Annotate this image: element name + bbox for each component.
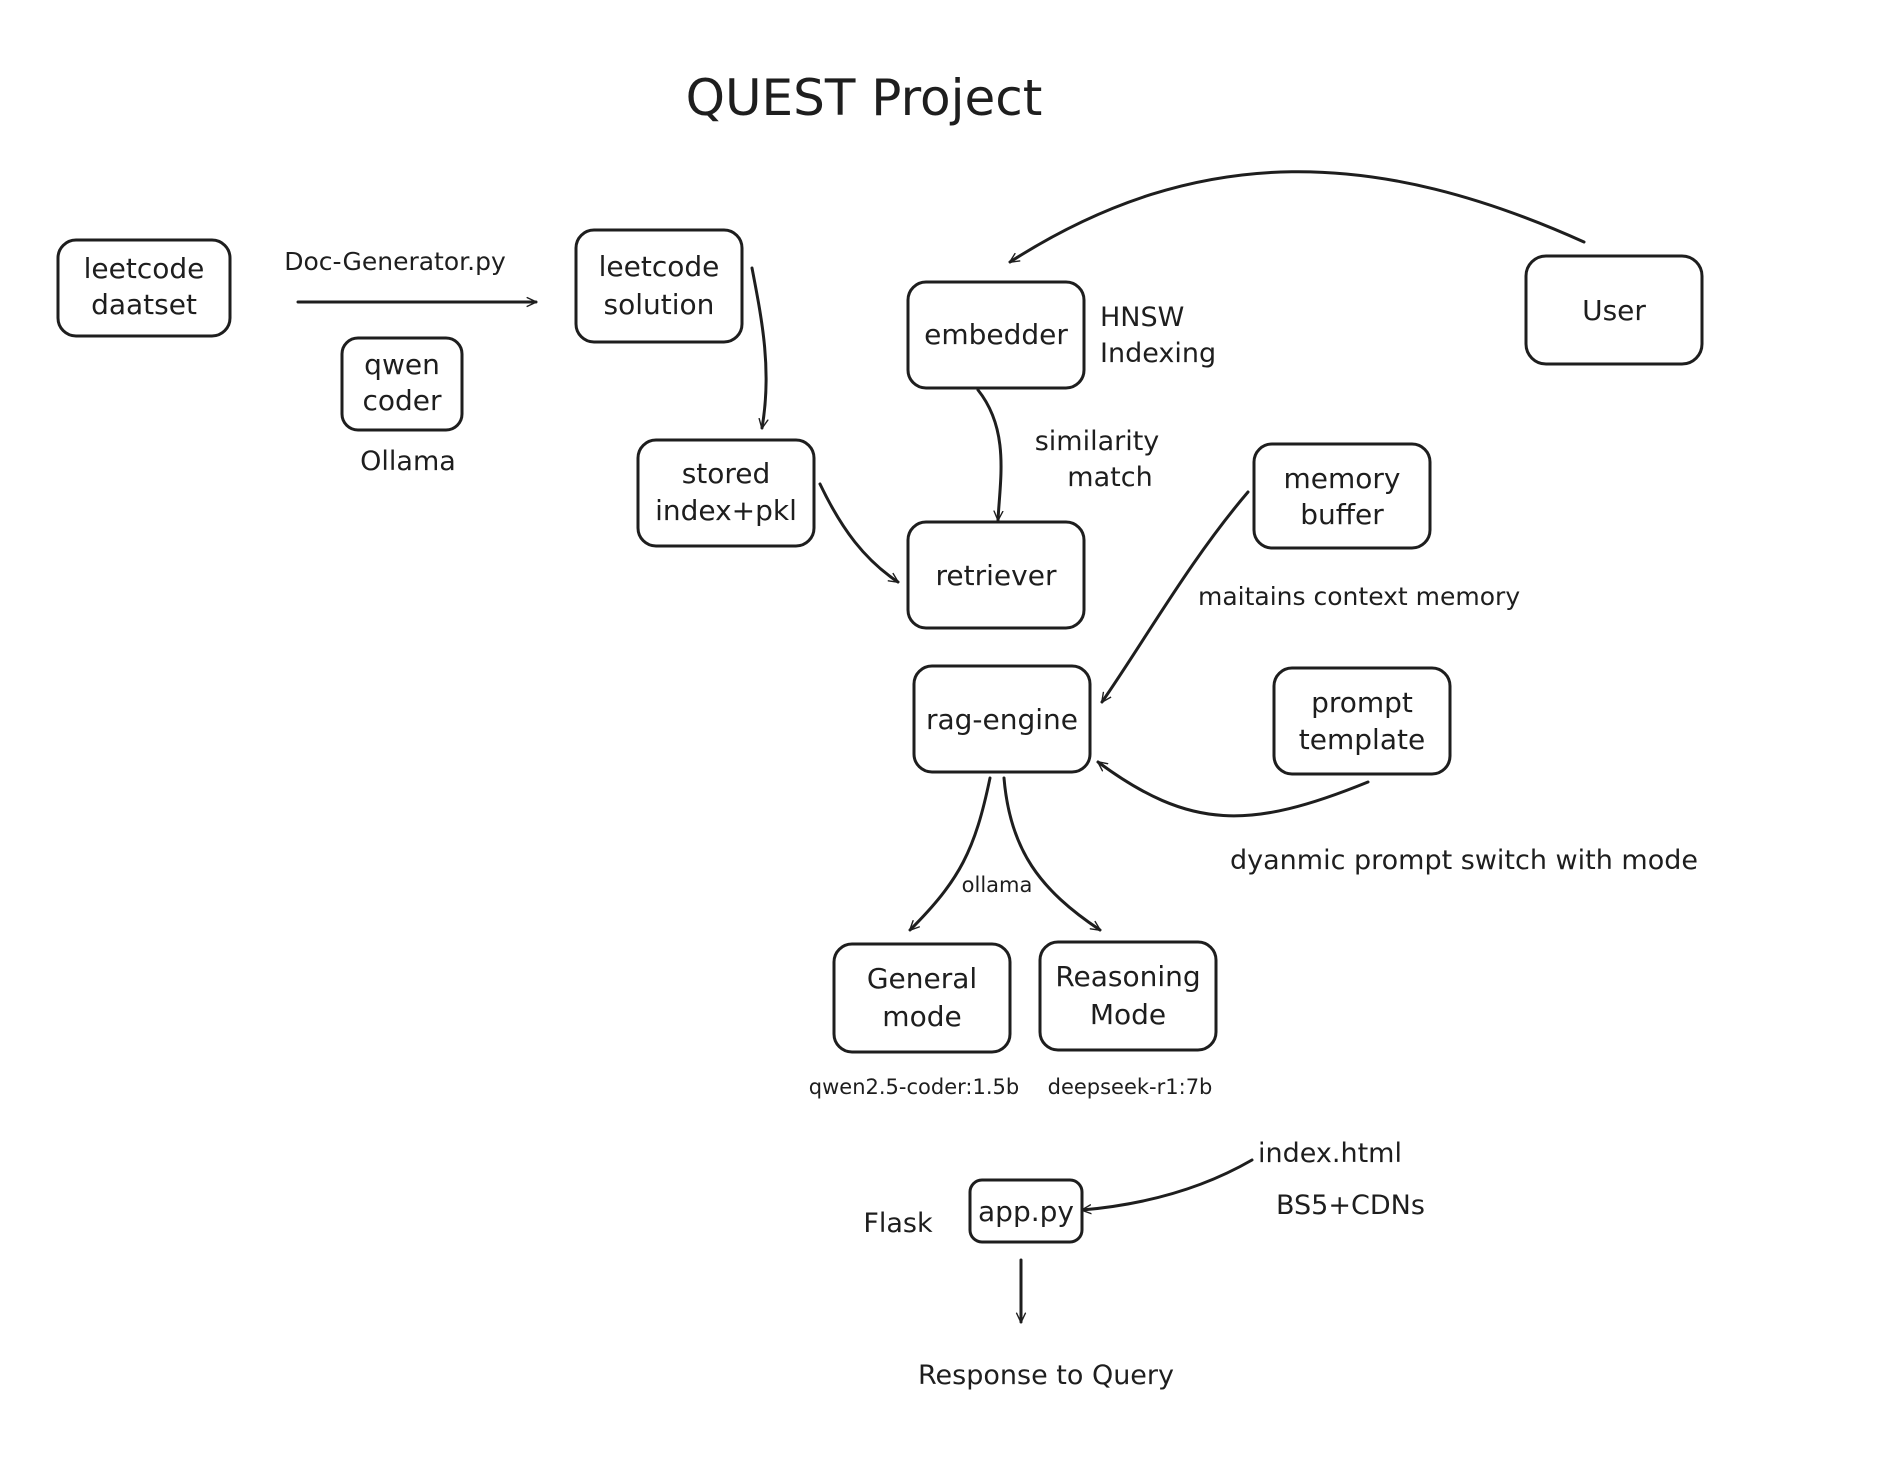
label-doc-generator: Doc-Generator.py (284, 247, 506, 276)
label-hnsw: HNSW (1100, 302, 1184, 333)
node-box (906, 280, 1086, 390)
label-dynamic-prompt: dyanmic prompt switch with mode (1230, 845, 1698, 876)
node-box (636, 438, 816, 548)
node-box (1038, 940, 1218, 1052)
node-label: daatset (91, 288, 197, 321)
arrow-memory-to-rag (1100, 490, 1250, 704)
node-box (1272, 666, 1452, 776)
node-label: rag-engine (926, 703, 1078, 736)
arrow-embedder-to-retriever (976, 388, 1001, 522)
node-box (1524, 254, 1704, 366)
node-label: User (1582, 294, 1646, 327)
node-label: memory (1284, 462, 1401, 495)
node-stored-index[interactable]: stored index+pkl (636, 438, 816, 548)
node-box (832, 942, 1012, 1054)
node-label: Reasoning (1055, 960, 1200, 993)
node-label: index+pkl (655, 494, 797, 527)
node-embedder[interactable]: embedder (906, 280, 1086, 390)
label-deepseek-model: deepseek-r1:7b (1048, 1075, 1213, 1099)
node-leetcode-solution[interactable]: leetcode solution (574, 228, 744, 344)
node-box (340, 336, 464, 432)
node-prompt-template[interactable]: prompt template (1272, 666, 1452, 776)
node-general-mode[interactable]: General mode (832, 942, 1012, 1054)
node-label: leetcode (599, 250, 720, 283)
arrow-user-to-embedder (1008, 170, 1586, 264)
node-label: coder (362, 384, 442, 417)
label-similarity: similarity (1035, 426, 1160, 457)
node-qwen-coder[interactable]: qwen coder (340, 336, 464, 432)
diagram-title: QUEST Project (686, 69, 1043, 127)
node-label: template (1299, 723, 1425, 756)
node-label: mode (882, 1000, 961, 1033)
node-reasoning-mode[interactable]: Reasoning Mode (1038, 940, 1218, 1052)
node-app-py[interactable]: app.py (968, 1178, 1084, 1244)
node-label: prompt (1311, 686, 1413, 719)
label-index-html: index.html (1258, 1138, 1402, 1169)
node-label: embedder (924, 318, 1068, 351)
node-label: solution (604, 288, 715, 321)
label-response: Response to Query (918, 1360, 1174, 1391)
node-box (574, 228, 744, 344)
node-box (968, 1178, 1084, 1244)
label-ollama-mid: ollama (962, 873, 1033, 897)
node-rag-engine[interactable]: rag-engine (912, 664, 1092, 774)
label-bs5: BS5+CDNs (1276, 1190, 1425, 1221)
arrow-stored-to-retriever (818, 482, 900, 584)
node-box (906, 520, 1086, 630)
label-flask: Flask (863, 1208, 933, 1239)
label-indexing: Indexing (1100, 338, 1216, 369)
edges (296, 170, 1586, 1324)
arrow-rag-to-reasoning (1002, 776, 1102, 932)
arrow-index-html-to-app (1080, 1158, 1254, 1210)
label-qwen-model: qwen2.5-coder:1.5b (809, 1075, 1019, 1099)
node-label: General (867, 962, 977, 995)
arrow-rag-to-general (908, 776, 992, 932)
label-context-memory: maitains context memory (1198, 582, 1520, 611)
label-ollama-top: Ollama (360, 446, 456, 477)
node-user[interactable]: User (1524, 254, 1704, 366)
node-label: leetcode (84, 252, 205, 285)
node-label: app.py (978, 1195, 1074, 1228)
node-box (56, 238, 232, 338)
arrow-solution-to-stored (750, 266, 766, 430)
label-match: match (1067, 462, 1152, 493)
node-label: stored (682, 457, 771, 490)
node-box (1252, 442, 1432, 550)
node-leetcode-dataset[interactable]: leetcode daatset (56, 238, 232, 338)
node-label: buffer (1300, 498, 1384, 531)
labels: Doc-Generator.py Ollama HNSW Indexing si… (284, 247, 1698, 1391)
node-box (912, 664, 1092, 774)
node-retriever[interactable]: retriever (906, 520, 1086, 630)
node-label: retriever (936, 559, 1057, 592)
node-memory-buffer[interactable]: memory buffer (1252, 442, 1432, 550)
node-label: qwen (364, 348, 440, 381)
node-label: Mode (1090, 998, 1166, 1031)
arrow-template-to-rag (1096, 760, 1370, 818)
